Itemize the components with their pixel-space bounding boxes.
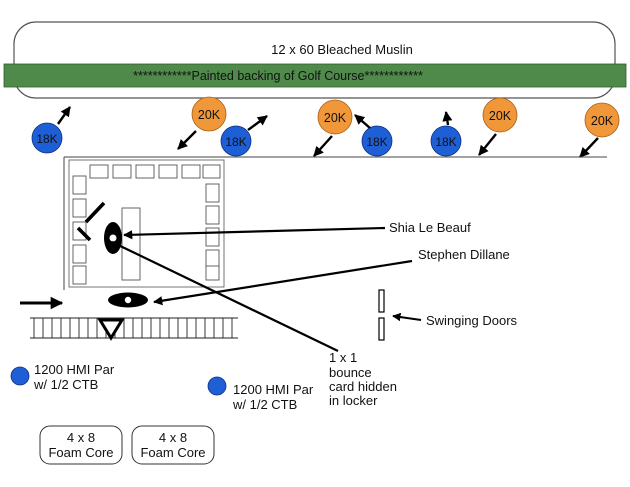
bounce-card-open-door (76, 226, 92, 242)
hmi-light-1: 1200 HMI Par w/ 1/2 CTB (10, 362, 115, 392)
label-stephen: Stephen Dillane (418, 247, 510, 262)
hmi-label-line2: w/ 1/2 CTB (33, 377, 98, 392)
light-20k-label: 20K (591, 114, 614, 128)
lockers-left-column (72, 175, 87, 285)
hmi-circle (10, 366, 30, 386)
light-direction-arrow (57, 106, 71, 125)
light-direction-arrow (313, 135, 333, 157)
locker (205, 183, 220, 203)
locker (135, 164, 155, 179)
light-18k-label: 18K (366, 135, 387, 149)
light-20k-label: 20K (198, 108, 221, 122)
hmi-label-line1: 1200 HMI Par (233, 382, 314, 397)
painted-backing-band (3, 63, 627, 88)
locker (89, 164, 109, 179)
locker (72, 198, 87, 218)
locker (181, 164, 201, 179)
lockers-top-row (89, 164, 221, 179)
dolly-track (30, 317, 238, 339)
bounce-line-3: card hidden (329, 379, 397, 394)
backing-label: ************Painted backing of Golf Cour… (133, 69, 423, 83)
locker (158, 164, 178, 179)
light-18k-4: 18K (430, 125, 462, 157)
light-20k-label: 20K (489, 109, 512, 123)
locker (72, 244, 87, 264)
actor-mark-stephen-center (124, 296, 132, 304)
locker (112, 164, 132, 179)
foam-core-line1: 4 x 8 (159, 430, 187, 445)
light-18k-2: 18K (220, 125, 252, 157)
light-20k-2: 20K (317, 99, 353, 135)
swinging-door-top (378, 289, 385, 313)
light-18k-label: 18K (435, 135, 456, 149)
muslin-label: 12 x 60 Bleached Muslin (271, 42, 413, 57)
foam-core-1: 4 x 8 Foam Core (39, 425, 123, 465)
hmi-circle (207, 376, 227, 396)
light-20k-circle (191, 96, 227, 132)
light-18k-1: 18K (31, 122, 63, 154)
hmi-label-line1: 1200 HMI Par (34, 362, 115, 377)
light-20k-circle (584, 102, 620, 138)
label-swinging-doors: Swinging Doors (426, 313, 518, 328)
locker (205, 265, 220, 281)
light-direction-arrow (579, 137, 599, 158)
hmi-label-line2: w/ 1/2 CTB (232, 397, 297, 412)
bounce-line-1: 1 x 1 (329, 350, 357, 365)
light-20k-label: 20K (324, 111, 347, 125)
locker (205, 227, 220, 247)
light-18k-circle (430, 125, 462, 157)
bounce-leader-arrow (111, 241, 339, 352)
locker-room-outline (68, 159, 225, 288)
light-18k-3: 18K (361, 125, 393, 157)
foam-core-line2: Foam Core (140, 445, 205, 460)
light-18k-label: 18K (225, 135, 246, 149)
light-direction-arrow (354, 114, 371, 129)
swinging-door-bottom (378, 317, 385, 341)
light-direction-arrow (478, 133, 497, 156)
light-18k-circle (31, 122, 63, 154)
doors-leader-arrow (392, 312, 422, 322)
actor-mark-shia-center (109, 234, 117, 242)
stephen-leader-arrow (153, 259, 413, 306)
camera-position (97, 318, 125, 341)
foam-core-line1: 4 x 8 (67, 430, 95, 445)
light-20k-3: 20K (482, 97, 518, 133)
bounce-card (84, 201, 106, 224)
label-shia: Shia Le Beauf (389, 220, 471, 235)
light-18k-circle (220, 125, 252, 157)
bench (121, 207, 141, 281)
bounce-line-4: in locker (329, 393, 378, 408)
light-direction-arrow (247, 115, 268, 131)
locker (202, 164, 221, 179)
label-bounce-card: 1 x 1 bounce card hidden in locker (329, 350, 397, 408)
light-20k-4: 20K (584, 102, 620, 138)
foam-core-board (131, 425, 215, 465)
foam-core-line2: Foam Core (48, 445, 113, 460)
light-20k-circle (317, 99, 353, 135)
hmi-light-2: 1200 HMI Par w/ 1/2 CTB (207, 376, 314, 412)
bounce-line-2: bounce (329, 365, 372, 380)
locker (72, 265, 87, 285)
light-18k-circle (361, 125, 393, 157)
light-20k-circle (482, 97, 518, 133)
light-direction-arrow (177, 130, 197, 150)
light-direction-arrow (442, 111, 453, 126)
light-20k-1: 20K (191, 96, 227, 132)
shia-leader-arrow (123, 226, 386, 240)
locker (72, 175, 87, 195)
locker (205, 205, 220, 225)
foam-core-board (39, 425, 123, 465)
light-18k-label: 18K (36, 132, 57, 146)
locker (205, 249, 220, 269)
foam-core-2: 4 x 8 Foam Core (131, 425, 215, 465)
